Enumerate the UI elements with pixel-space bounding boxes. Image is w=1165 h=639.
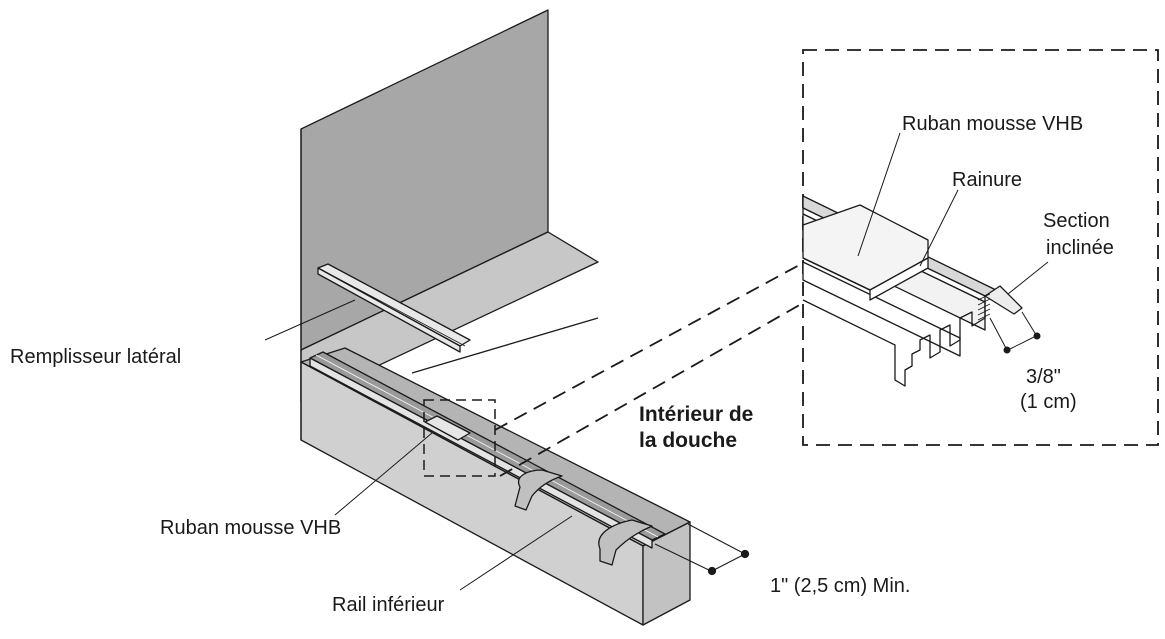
detail-label-section-1: Section xyxy=(1043,210,1110,232)
main-leaders xyxy=(264,299,573,591)
detail-rail-profile xyxy=(802,195,1023,387)
detail-label-dim-2: (1 cm) xyxy=(1020,391,1077,413)
detail-connector-bottom xyxy=(499,302,804,477)
detail-label-section-2: inclinée xyxy=(1046,237,1114,259)
clamp-2 xyxy=(598,519,653,566)
label-shower-interior-1: Intérieur de xyxy=(639,403,753,426)
shower-scene xyxy=(300,9,750,626)
label-min-dimension: 1" (2,5 cm) Min. xyxy=(770,575,910,597)
curb-end-face xyxy=(642,521,691,626)
detail-marker-box xyxy=(423,399,496,477)
label-side-filler: Remplisseur latéral xyxy=(10,346,181,368)
clamp-1 xyxy=(514,469,563,511)
label-shower-interior-2: la douche xyxy=(639,429,737,452)
label-bottom-rail: Rail inférieur xyxy=(332,594,445,616)
detail-leaders xyxy=(857,132,1049,295)
detail-label-groove: Rainure xyxy=(952,169,1022,191)
detail-dim-point-2 xyxy=(1033,332,1041,340)
detail-connector-top xyxy=(494,262,804,431)
side-filler-rail xyxy=(317,263,471,353)
vhb-tape-strip xyxy=(424,415,471,441)
detail-dim-point-1 xyxy=(1003,346,1011,354)
floor-edge xyxy=(411,317,599,374)
label-vhb-tape: Ruban mousse VHB xyxy=(160,517,341,539)
detail-label-dim-1: 3/8" xyxy=(1026,366,1061,388)
detail-label-vhb: Ruban mousse VHB xyxy=(902,113,1083,135)
